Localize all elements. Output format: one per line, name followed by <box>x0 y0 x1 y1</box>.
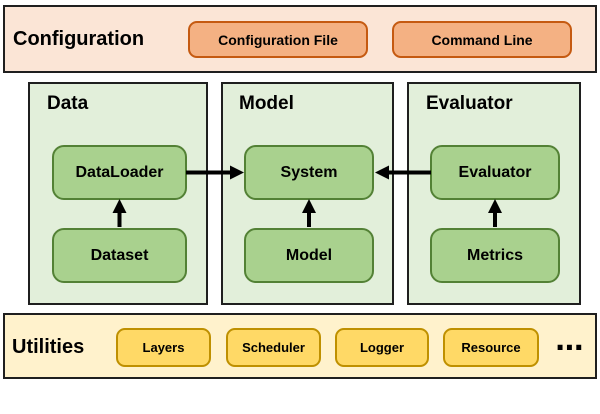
system-node: System <box>244 145 374 200</box>
resource-node: Resource <box>443 328 539 367</box>
model-node: Model <box>244 228 374 283</box>
logger-node: Logger <box>335 328 429 367</box>
model-panel-title: Model <box>239 93 294 114</box>
utilities-section-title: Utilities <box>12 336 85 358</box>
configuration-file-node: Configuration File <box>188 21 368 58</box>
configuration-section-title: Configuration <box>13 28 145 50</box>
evaluator-node: Evaluator <box>430 145 560 200</box>
data-panel-title: Data <box>47 93 89 114</box>
scheduler-node: Scheduler <box>226 328 321 367</box>
dataset-node: Dataset <box>52 228 187 283</box>
more-utilities-ellipsis: ⋯ <box>555 331 585 364</box>
command-line-node: Command Line <box>392 21 572 58</box>
evaluator-panel-title: Evaluator <box>426 93 513 114</box>
dataloader-node: DataLoader <box>52 145 187 200</box>
layers-node: Layers <box>116 328 211 367</box>
metrics-node: Metrics <box>430 228 560 283</box>
